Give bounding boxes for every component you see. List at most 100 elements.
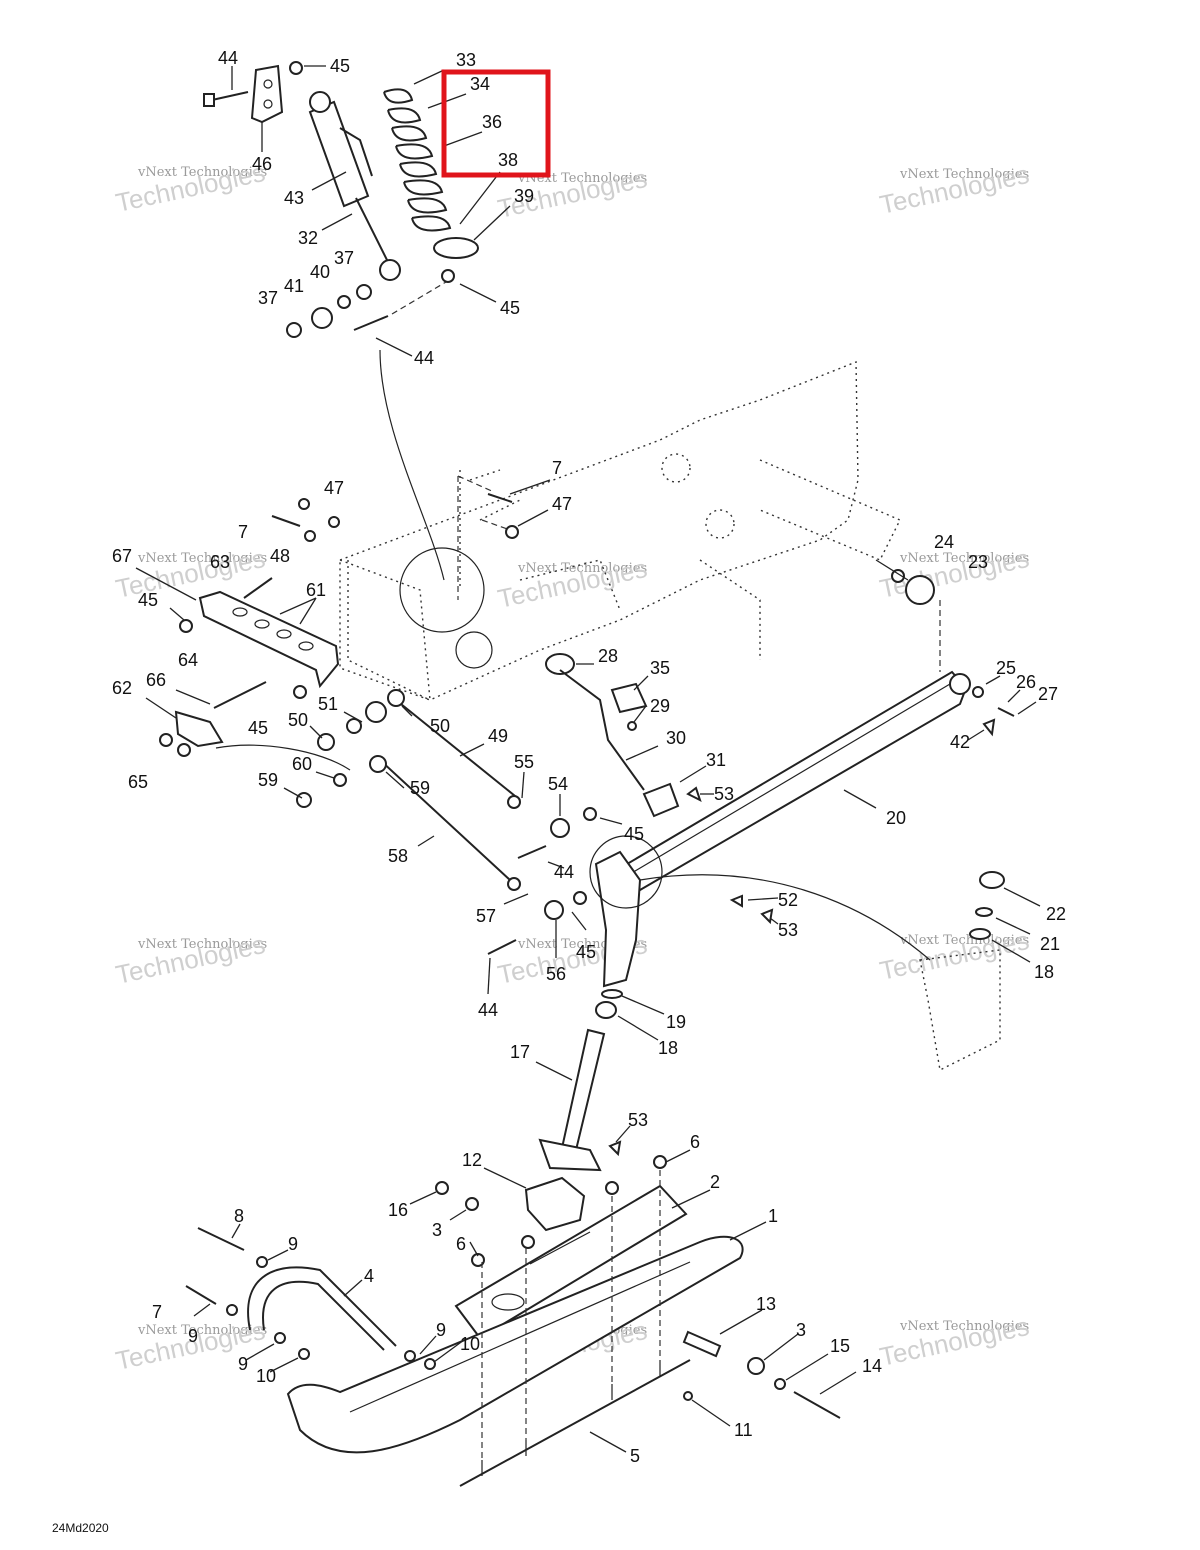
bushing <box>969 928 991 940</box>
callout-label: 45 <box>248 718 268 738</box>
washer <box>274 1332 286 1344</box>
callout-label: 66 <box>146 670 166 690</box>
callout-label: 59 <box>258 770 278 790</box>
frame-hole <box>705 509 735 539</box>
callout-label: 4 <box>364 1266 374 1286</box>
leader-line <box>343 1279 363 1297</box>
assembly-line <box>481 1170 661 1460</box>
washer <box>465 1197 479 1211</box>
bumper-slot <box>254 619 270 629</box>
bumper-slot <box>232 607 248 617</box>
callout-label: 43 <box>284 188 304 208</box>
leader-line <box>621 995 665 1015</box>
spacer <box>333 773 347 787</box>
leader-line <box>729 1221 767 1241</box>
frame-hardware <box>243 493 519 599</box>
pivot-bushing <box>905 575 935 605</box>
shock-eye <box>309 91 331 113</box>
callout-label: 45 <box>500 298 520 318</box>
ski-leg-slot <box>529 1231 591 1265</box>
nut <box>159 733 173 747</box>
callout-label: 49 <box>488 726 508 746</box>
callout-label: 32 <box>298 228 318 248</box>
ski-handle-inner <box>262 1280 385 1351</box>
leader-line <box>819 1371 857 1395</box>
leader-line <box>375 337 413 357</box>
bushing <box>365 701 387 723</box>
callout-label: 18 <box>658 1038 678 1058</box>
callout-label: 12 <box>462 1150 482 1170</box>
leader-line <box>571 911 587 931</box>
leader-line <box>985 675 1001 685</box>
leader-line <box>321 213 353 231</box>
screw <box>627 721 637 731</box>
shock-absorber-assembly <box>203 61 479 338</box>
leader-line <box>419 1335 437 1355</box>
nut <box>605 1181 619 1195</box>
callout-label: 41 <box>284 276 304 296</box>
leader-line <box>299 597 317 625</box>
leader-line <box>135 567 197 601</box>
callout-label: 54 <box>548 774 568 794</box>
nut <box>293 685 307 699</box>
callout-label: 9 <box>188 1326 198 1346</box>
callout-label: 52 <box>778 890 798 910</box>
callout-label: 57 <box>476 906 496 926</box>
nut <box>747 1357 765 1375</box>
callout-label: 19 <box>666 1012 686 1032</box>
bolt <box>185 1285 217 1305</box>
nut <box>298 498 310 510</box>
callout-label: 45 <box>624 824 644 844</box>
leader-line <box>279 597 317 615</box>
bushing <box>595 1001 617 1019</box>
leader-line <box>547 861 565 869</box>
grease-fitting <box>686 786 702 802</box>
frame-arm <box>759 459 901 561</box>
washer <box>337 295 351 309</box>
spindle-assembly <box>538 835 931 1172</box>
ski-leg-slot <box>491 1293 525 1311</box>
bolt <box>487 493 513 503</box>
leader-line <box>409 1191 437 1205</box>
washer <box>256 1256 268 1268</box>
steering-flange <box>545 653 575 675</box>
callout-label: 64 <box>178 650 198 670</box>
leader-line <box>309 725 323 739</box>
washer <box>304 530 316 542</box>
leader-line <box>747 897 779 901</box>
leader-line <box>269 1357 299 1373</box>
callout-label: 9 <box>288 1234 298 1254</box>
callout-label: 38 <box>498 150 518 170</box>
callout-label: 44 <box>554 862 574 882</box>
ball-joint <box>544 900 564 920</box>
spindle-housing <box>594 850 642 988</box>
front-bumper <box>159 590 351 771</box>
leader-line <box>589 1431 627 1453</box>
callout-label: 24 <box>934 532 954 552</box>
frame-front <box>347 560 431 701</box>
leader-line <box>991 939 1031 963</box>
trailing-arm <box>597 559 1015 892</box>
callout-label: 47 <box>552 494 572 514</box>
callout-label: 44 <box>414 348 434 368</box>
callout-label: 14 <box>862 1356 882 1376</box>
callout-label: 2 <box>710 1172 720 1192</box>
leader-line <box>763 1333 799 1361</box>
steering-links <box>296 689 597 955</box>
grease-fitting <box>608 1140 622 1157</box>
bracket-hole <box>263 99 273 109</box>
steering-arm-rod <box>559 669 645 791</box>
leader-line <box>1017 701 1037 715</box>
callout-label: 7 <box>152 1302 162 1322</box>
grease-fitting <box>982 718 996 737</box>
nut <box>179 619 193 633</box>
spring-seat <box>433 237 479 259</box>
callout-label: 9 <box>436 1320 446 1340</box>
bushing <box>311 307 333 329</box>
leader-line <box>459 283 497 303</box>
leader-line <box>617 1015 659 1041</box>
leader-line <box>311 171 347 191</box>
assembly-line <box>457 475 511 531</box>
callout-label: 34 <box>470 74 490 94</box>
callout-label: 28 <box>598 646 618 666</box>
